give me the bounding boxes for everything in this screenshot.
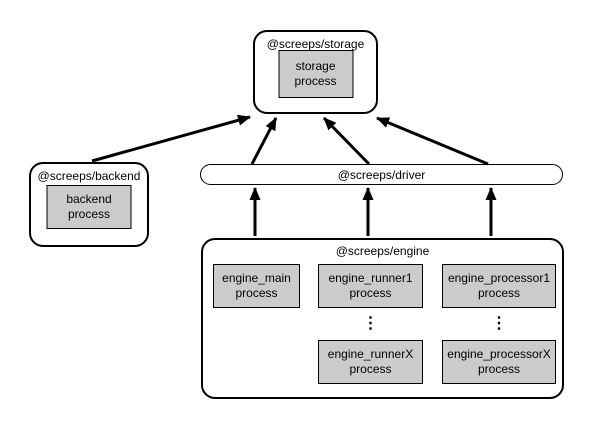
storage-title: @screeps/storage (266, 37, 365, 51)
backend-process-box: backend process (46, 185, 132, 229)
engine-main-process-box: engine_main process (213, 264, 300, 308)
engine-runnerX-process-box: engine_runnerX process (318, 340, 423, 384)
edge-driver-to-storage-right (376, 116, 489, 166)
driver-container: @screeps/driver (200, 164, 563, 185)
engine-processorX-process-box: engine_processorX process (442, 340, 556, 384)
edge-driver-to-storage-left (250, 117, 278, 165)
edge-driver-to-storage-middle (322, 116, 371, 166)
engine-processor1-process-box: engine_processor1 process (442, 264, 556, 308)
backend-container: @screeps/backend backend process (29, 162, 149, 247)
driver-title: @screeps/driver (337, 167, 426, 182)
edge-backend-to-storage (91, 114, 251, 163)
processor-vertical-ellipsis: ⋮ (491, 315, 507, 332)
engine-title: @screeps/engine (335, 244, 430, 258)
storage-process-box: storage process (278, 50, 353, 98)
runner-vertical-ellipsis: ⋮ (362, 315, 379, 332)
storage-container: @screeps/storage storage process (253, 30, 378, 114)
engine-container: @screeps/engine engine_main process engi… (201, 238, 564, 399)
backend-title: @screeps/backend (37, 169, 141, 183)
engine-runner1-process-box: engine_runner1 process (318, 264, 423, 308)
